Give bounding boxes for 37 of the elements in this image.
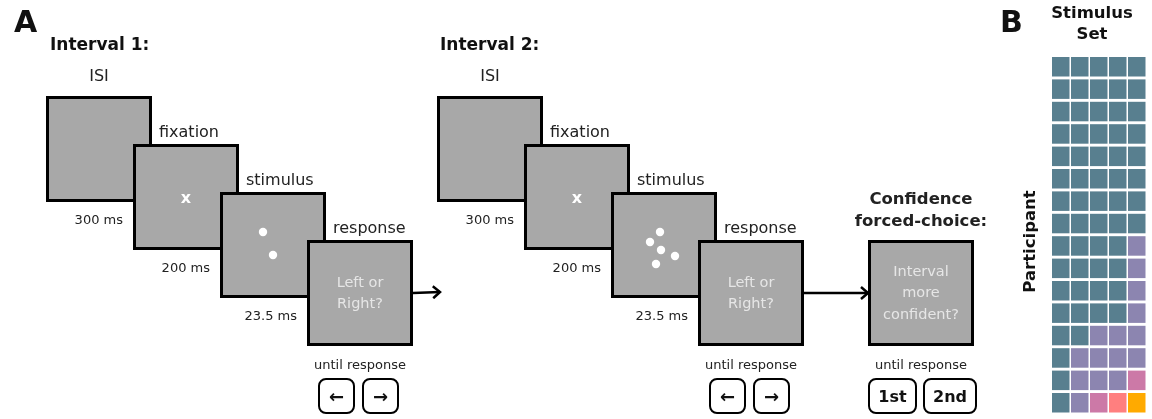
fixation-cross: x xyxy=(180,187,192,207)
screen-title: fixation xyxy=(550,122,610,141)
duration-text: until response xyxy=(314,357,406,372)
arrow xyxy=(412,285,442,300)
duration-text: 300 ms xyxy=(74,212,123,227)
duration-text: 300 ms xyxy=(465,212,514,227)
screen-title: response xyxy=(724,218,797,237)
panel-letter: B xyxy=(1000,4,1023,39)
axis-title: Participant xyxy=(1019,190,1039,293)
keyboard-key: 2nd xyxy=(923,378,977,414)
axis-title: Stimulus Set xyxy=(1050,2,1134,45)
prompt-text: Interval more confident? xyxy=(882,262,960,324)
keyboard-key: → xyxy=(753,378,790,414)
fixation-cross: x xyxy=(571,187,583,207)
screen-title: ISI xyxy=(480,66,500,85)
prompt-text: Left or Right? xyxy=(335,273,385,313)
duration-text: 200 ms xyxy=(161,260,210,275)
screen-title: stimulus xyxy=(637,170,705,189)
duration-text: 200 ms xyxy=(552,260,601,275)
screen-title: ISI xyxy=(89,66,109,85)
prompt-text: Left or Right? xyxy=(726,273,776,313)
keyboard-key: ← xyxy=(318,378,355,414)
screen-title: response xyxy=(333,218,406,237)
keyboard-key: ← xyxy=(709,378,746,414)
duration-text: 23.5 ms xyxy=(635,308,688,323)
screen-title: stimulus xyxy=(246,170,314,189)
panel-letter: A xyxy=(14,4,38,39)
duration-text: until response xyxy=(875,357,967,372)
interval-heading: Interval 2: xyxy=(440,34,540,54)
keyboard-key: → xyxy=(362,378,399,414)
arrow xyxy=(804,285,870,301)
duration-text: until response xyxy=(705,357,797,372)
screen-title: fixation xyxy=(159,122,219,141)
keyboard-key: 1st xyxy=(868,378,917,414)
panel-heading: Confidence forced-choice: xyxy=(853,188,989,231)
duration-text: 23.5 ms xyxy=(244,308,297,323)
interval-heading: Interval 1: xyxy=(50,34,150,54)
